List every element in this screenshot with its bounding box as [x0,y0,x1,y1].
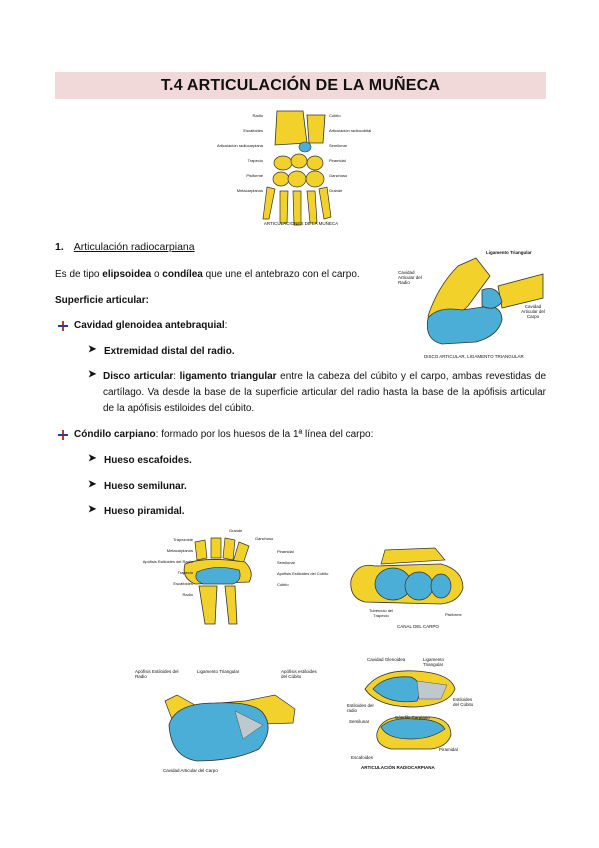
canal-illustration [350,547,464,605]
arrow-bullet-icon: ➤ [88,479,97,490]
item-extremidad: Extremidad distal del radio. [104,346,235,357]
arrow-bullet-icon: ➤ [88,344,97,355]
figure-label: Piramidal [277,549,294,554]
figure-label: Escafoides [351,755,374,760]
carpo-illustration [183,537,252,625]
figure-caption: ARTICULACIÓN RADIOCARPIANA [361,765,435,770]
figure-label: Cúbito [329,113,341,118]
figure-label: Metacarpianos [236,188,263,193]
figure-label: Ganchoso [329,173,348,178]
figure-label: Estiloides del Cúbito [453,697,474,707]
figure-label: Cavidad Glenoidea [367,657,406,662]
figure-label: Apófisis Estiloides del Radio [135,669,179,679]
bullet-condilo: Cóndilo carpiano: formado por los huesos… [74,429,374,440]
wrist-illustration [262,110,332,226]
figure-caption: ARTICULACIONES DE LA MUÑECA [263,221,339,226]
figure-label: Cavidad Articular del Radio [398,270,422,285]
figure-label: Ligamento Triangular [197,669,240,674]
figure-label: Semilunar [349,719,370,724]
bullet-cavidad: Cavidad glenoidea antebraquial: [74,320,228,331]
arrow-bullet-icon: ➤ [88,369,97,380]
item-hueso: Hueso escafoides. [104,455,192,466]
figure-label: Estiloides del radio [347,703,374,713]
figure-canal-carpo: Tubérculo del Trapecio Pisiforme CANAL D… [345,540,470,630]
figure-label: Escafoides [243,128,263,133]
figure-label: Cavidad Articular del Carpo [521,304,545,319]
figure-label: Radio [182,592,193,597]
figure-label: Ligamento Triangular [423,657,445,667]
disco-illustration [426,257,544,345]
plus-bullet-icon [58,430,68,440]
cavidad-illustration [164,694,296,762]
figure-radiocarpiana: Cavidad Glenoidea Ligamento Triangular E… [347,655,475,775]
figure-label: Articulación radiocarpiana [216,143,263,148]
section-number: 1. [55,241,64,253]
section-title: Articulación radiocarpiana [73,241,195,253]
figure-label: Trapecio [247,158,263,163]
superficie-heading: Superficie articular: [55,295,149,306]
figure-label: Piramidal [329,158,346,163]
figure-label: Apófisis Estiloides del Radio [142,559,193,564]
title-band: T.4 ARTICULACIÓN DE LA MUÑECA [55,72,546,99]
figure-label: Grande [229,528,243,533]
figure-caption: DISCO ARTICULAR, LIGAMENTO TRIANGULAR [424,354,524,359]
figure-label: Apófisis Estiloides del Cúbito [277,571,329,576]
figure-label: Cavidad Articular del Carpo [163,768,218,773]
figure-label: Escafoides [173,581,193,586]
arrow-bullet-icon: ➤ [88,504,97,515]
figure-label: Articulación radiocubital [329,128,372,133]
page-title: T.4 ARTICULACIÓN DE LA MUÑECA [160,76,441,94]
item-disco-articular: Disco articular: ligamento triangular en… [103,371,547,414]
figure-label: Cúbito [277,582,289,587]
radiocarpiana-illustration [364,670,456,750]
arrow-bullet-icon: ➤ [88,453,97,464]
figure-label: Pisiforme [445,612,462,617]
figure-label: Tubérculo del Trapecio [368,608,394,618]
figure-label: Ganchoso [255,536,274,541]
figure-label: Radio [252,113,263,118]
figure-label: Trapecio [177,570,193,575]
figure-disco-articular: Ligamento Triangular Cavidad Articular d… [398,246,548,364]
figure-label: Cóndilo Carpiano [395,715,430,720]
section-heading: 1. Articulación radiocarpiana [55,241,195,253]
figure-label: Trapezoide [173,537,193,542]
figure-label: Metacarpianos [166,548,193,553]
figure-label: Grande [329,188,343,193]
figure-wrist-joints: ARTICULACIONES DE LA MUÑECA Radio Escafo… [217,103,375,233]
figure-label: Semilunar [277,560,296,565]
intro-paragraph: Es de tipo elipsoidea o condílea que une… [55,269,360,280]
figure-label: Apófisis estiloides del Cúbito [281,669,317,679]
figure-label: Pisiforme [246,173,263,178]
plus-bullet-icon [58,321,68,331]
figure-label: Ligamento Triangular [486,250,532,255]
figure-cavidad-articular: Apófisis Estiloides del Radio Ligamento … [135,665,317,780]
item-hueso: Hueso piramidal. [104,506,185,517]
figure-caption: CANAL DEL CARPO [397,624,439,629]
figure-label: Semilunar [329,143,348,148]
figure-label: Piramidal [439,747,458,752]
item-hueso: Hueso semilunar. [104,481,187,492]
figure-carpo-dorsal: Trapezoide Metacarpianos Apófisis Estilo… [125,528,335,628]
